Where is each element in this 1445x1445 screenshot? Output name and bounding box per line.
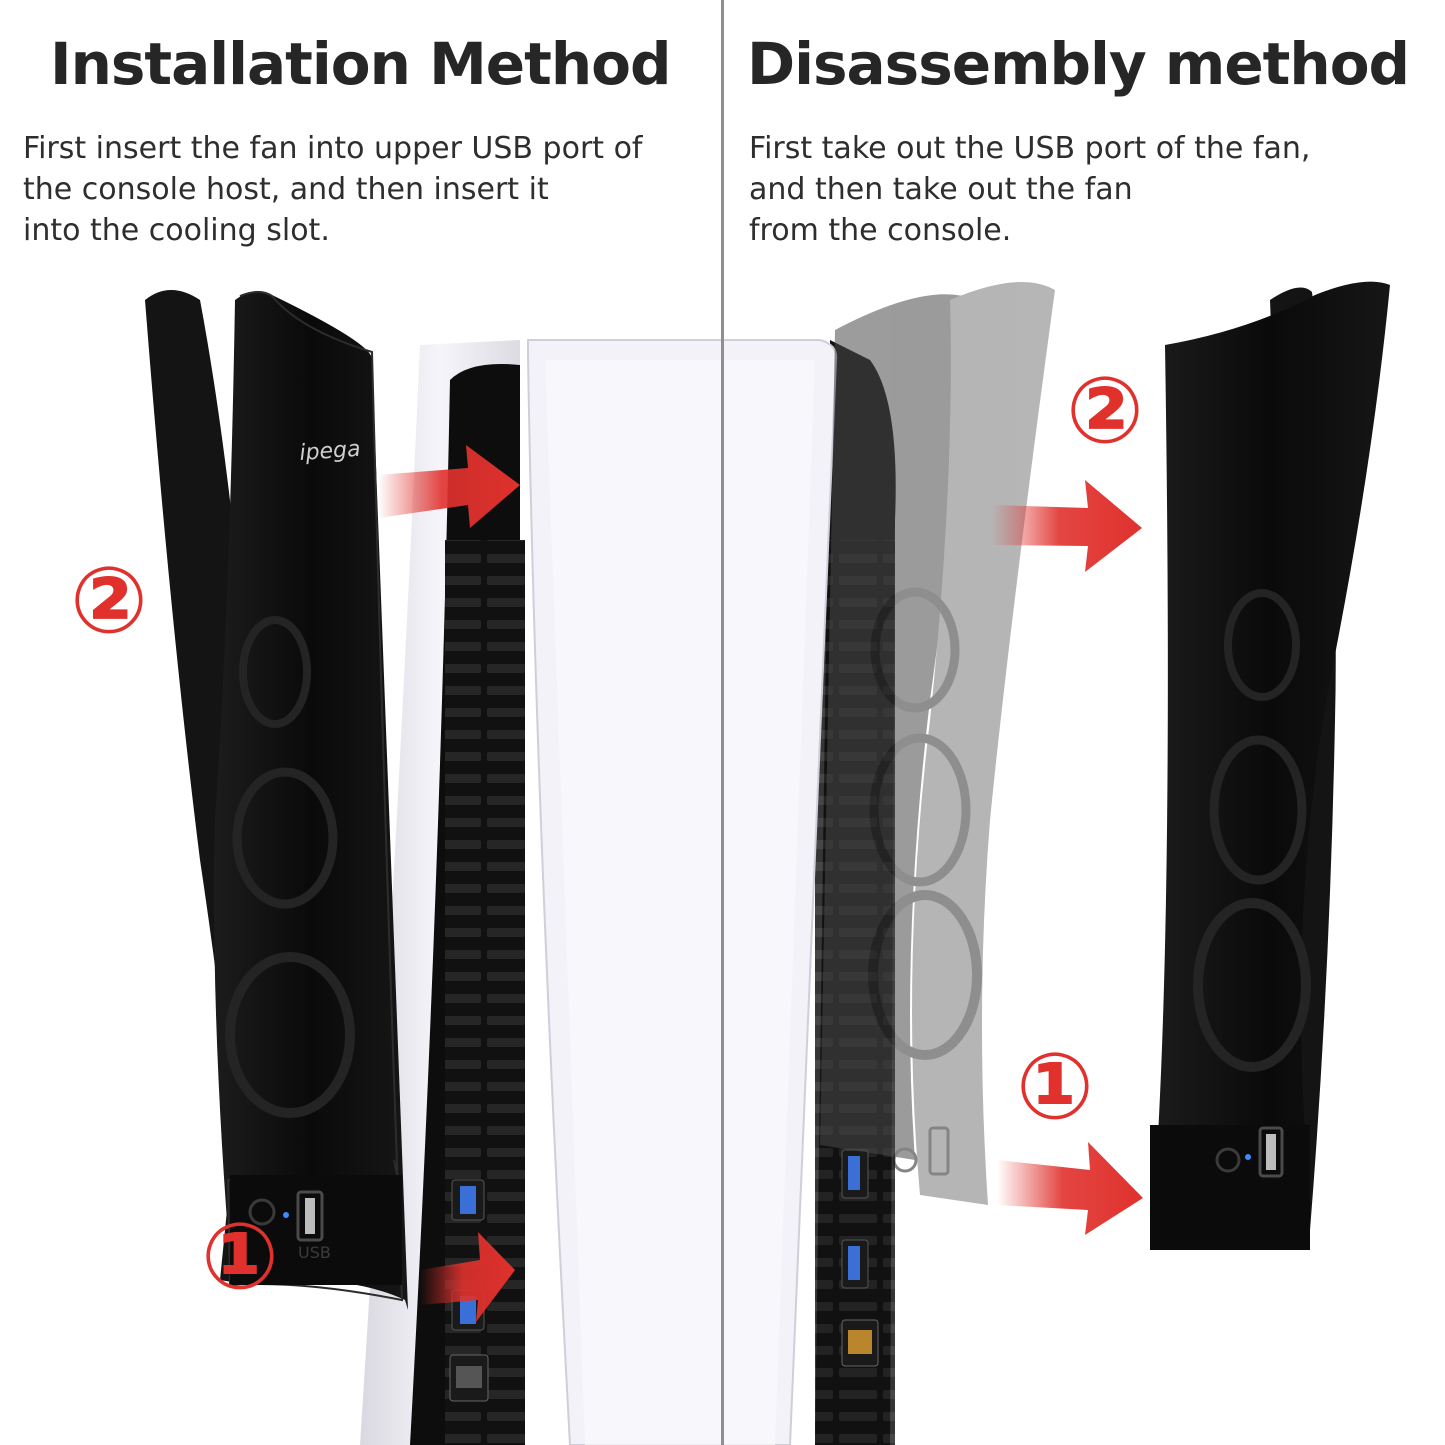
disassembly-panel: Disassembly method First take out the US… — [725, 0, 1445, 1445]
disassembly-description-line: from the console. — [749, 213, 1012, 248]
installation-description: First insert the fan into upper USB port… — [23, 128, 643, 251]
installation-title: Installation Method — [50, 30, 672, 98]
arrow-remove-top — [992, 480, 1142, 572]
install-step-one-marker: ① — [201, 1203, 279, 1310]
console-body — [360, 339, 896, 1445]
cooling-fan-removed — [1150, 281, 1390, 1251]
cooling-fan-install: USB ipega — [145, 290, 408, 1310]
installation-panel: Installation Method First insert the fan… — [0, 0, 722, 1445]
arrow-insert-bottom — [420, 1232, 515, 1322]
disassembly-title: Disassembly method — [747, 30, 1410, 98]
arrow-remove-bottom — [997, 1142, 1143, 1235]
disassembly-description: First take out the USB port of the fan, … — [749, 128, 1310, 251]
arrow-insert-top — [378, 445, 520, 528]
disassembly-step-two-marker: ② — [1066, 357, 1144, 464]
usb-port-label: USB — [298, 1243, 331, 1262]
panel-divider — [721, 0, 724, 1445]
installation-description-line: into the cooling slot. — [23, 213, 330, 248]
disassembly-description-line: and then take out the fan — [749, 172, 1133, 207]
installation-description-line: First insert the fan into upper USB port… — [23, 131, 643, 166]
install-step-two-marker: ② — [70, 547, 148, 654]
brand-logo: ipega — [299, 437, 362, 466]
installation-description-line: the console host, and then insert it — [23, 172, 549, 207]
disassembly-description-line: First take out the USB port of the fan, — [749, 131, 1311, 166]
disassembly-step-one-marker: ① — [1016, 1033, 1094, 1140]
